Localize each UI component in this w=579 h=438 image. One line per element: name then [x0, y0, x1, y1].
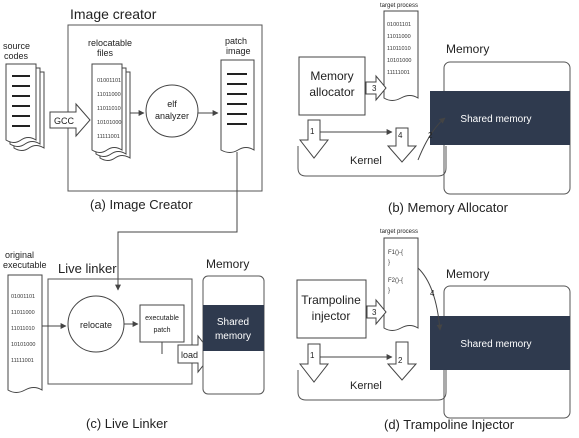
caption-d: (d) Trampoline Injector	[384, 417, 515, 432]
memory-label-c2: memory	[215, 331, 251, 342]
load-label: load	[181, 350, 198, 360]
b-bin-1: 01001101	[387, 22, 411, 28]
reloc-bin-5: 11111001	[97, 134, 120, 140]
allocator-label-1: Memory	[310, 69, 353, 83]
caption-b: (b) Memory Allocator	[388, 200, 509, 215]
allocator-label-2: allocator	[309, 85, 354, 99]
target-process-doc-d	[383, 237, 419, 331]
step4-arrow-b	[386, 127, 418, 163]
relocatable-files-docs-icon	[91, 63, 131, 161]
c-bin-4: 10101000	[11, 342, 35, 348]
panel-live-linker: original executable 01001101 11011000 11…	[3, 250, 265, 431]
trampoline-label-1: Trampoline	[301, 293, 361, 307]
reloc-bin-1: 01001101	[97, 78, 121, 84]
exec-patch-label-1: executable	[145, 315, 179, 322]
relocatable-label: relocatable	[88, 38, 132, 48]
source-label: source	[3, 41, 30, 51]
caption-c: (c) Live Linker	[86, 416, 168, 431]
target-process-doc-b	[383, 10, 419, 101]
executable-patch-box	[139, 304, 185, 343]
target-process-label-d: target process	[380, 229, 418, 235]
elf-analyzer-circle	[145, 84, 199, 138]
memory-label-b: Memory	[446, 42, 489, 56]
shared-memory-label-b: Shared memory	[460, 114, 531, 125]
panel-memory-allocator: target process 01001101 11011000 1101101…	[297, 3, 571, 215]
step4-label-b: 4	[398, 131, 403, 140]
b-bin-4: 10101000	[387, 58, 411, 64]
executable-label: executable	[3, 260, 47, 270]
patch-to-relocate-connector	[115, 152, 238, 291]
step3-label-b: 3	[372, 84, 377, 93]
exec-patch-label-2: patch	[153, 327, 170, 334]
step2-arrow-b	[417, 117, 446, 161]
b-bin-5: 11111001	[387, 70, 410, 76]
d-code-1: F1()-{	[388, 250, 403, 256]
b-bin-3: 11011010	[387, 46, 411, 52]
reloc-bin-3: 11011010	[97, 106, 121, 112]
gcc-label: GCC	[54, 116, 75, 126]
kernel-box-d	[297, 370, 447, 401]
panel-image-creator: Image creator source codes GCC relocatab…	[3, 6, 263, 212]
step1-label-b: 1	[310, 127, 315, 136]
reloc-bin-4: 10101000	[97, 120, 121, 126]
kernel-label-d: Kernel	[350, 380, 382, 392]
image-label: image	[226, 46, 251, 56]
shared-memory-bar-d	[430, 316, 570, 370]
files-label: files	[97, 48, 114, 58]
target-process-label-b: target process	[380, 3, 418, 9]
live-linker-frame	[47, 278, 193, 385]
relocate-label: relocate	[80, 320, 112, 330]
step3-arrow-b	[365, 74, 387, 102]
shared-label-c: Shared	[217, 317, 249, 328]
shared-memory-label-d: Shared memory	[460, 339, 531, 350]
d-code-4: }	[388, 288, 390, 294]
gcc-arrow	[49, 102, 91, 138]
step3-arrow-d	[366, 298, 387, 326]
d-code-3: F2()-{	[388, 278, 403, 284]
elf-label: elf	[167, 99, 177, 109]
c-bin-3: 11011010	[11, 326, 35, 332]
step1-arrow-d	[298, 343, 330, 383]
step1-arrow-b	[298, 119, 330, 159]
original-executable-doc	[7, 274, 43, 393]
memory-label-d: Memory	[446, 267, 489, 281]
analyzer-label: analyzer	[155, 111, 189, 121]
c-bin-5: 11111001	[11, 358, 34, 364]
step3-label-d: 3	[372, 308, 377, 317]
image-creator-header: Image creator	[70, 6, 157, 22]
reloc-bin-2: 11011000	[97, 92, 121, 98]
caption-a: (a) Image Creator	[90, 197, 193, 212]
original-label: original	[5, 250, 34, 260]
source-codes-docs-icon	[5, 63, 45, 151]
shared-memory-block-c	[203, 305, 264, 351]
memory-label-c: Memory	[206, 257, 249, 271]
step1-label-d: 1	[310, 351, 315, 360]
memory-allocator-box	[298, 56, 366, 116]
live-linker-header: Live linker	[58, 261, 117, 276]
step2-arrow-d	[386, 341, 418, 381]
trampoline-label-2: injector	[312, 309, 351, 323]
panel-trampoline-injector: target process F1()-{ } F2()-{ } Memory …	[296, 229, 571, 432]
image-creator-frame	[67, 24, 263, 192]
kernel-box-b	[297, 146, 447, 177]
trampoline-injector-box	[296, 279, 367, 339]
shared-memory-bar-b	[430, 91, 570, 145]
step2-label-b: 2	[428, 131, 433, 140]
b-bin-2: 11011000	[387, 34, 411, 40]
step2-label-d: 2	[398, 356, 403, 365]
c-bin-2: 11011000	[11, 310, 35, 316]
patch-label: patch	[225, 36, 247, 46]
d-code-2: }	[388, 260, 390, 266]
codes-label: codes	[4, 51, 29, 61]
c-bin-1: 01001101	[11, 294, 35, 300]
step4-label-d: 4	[430, 289, 435, 298]
step4-arrow-d	[417, 267, 443, 331]
kernel-label-b: Kernel	[350, 155, 382, 167]
